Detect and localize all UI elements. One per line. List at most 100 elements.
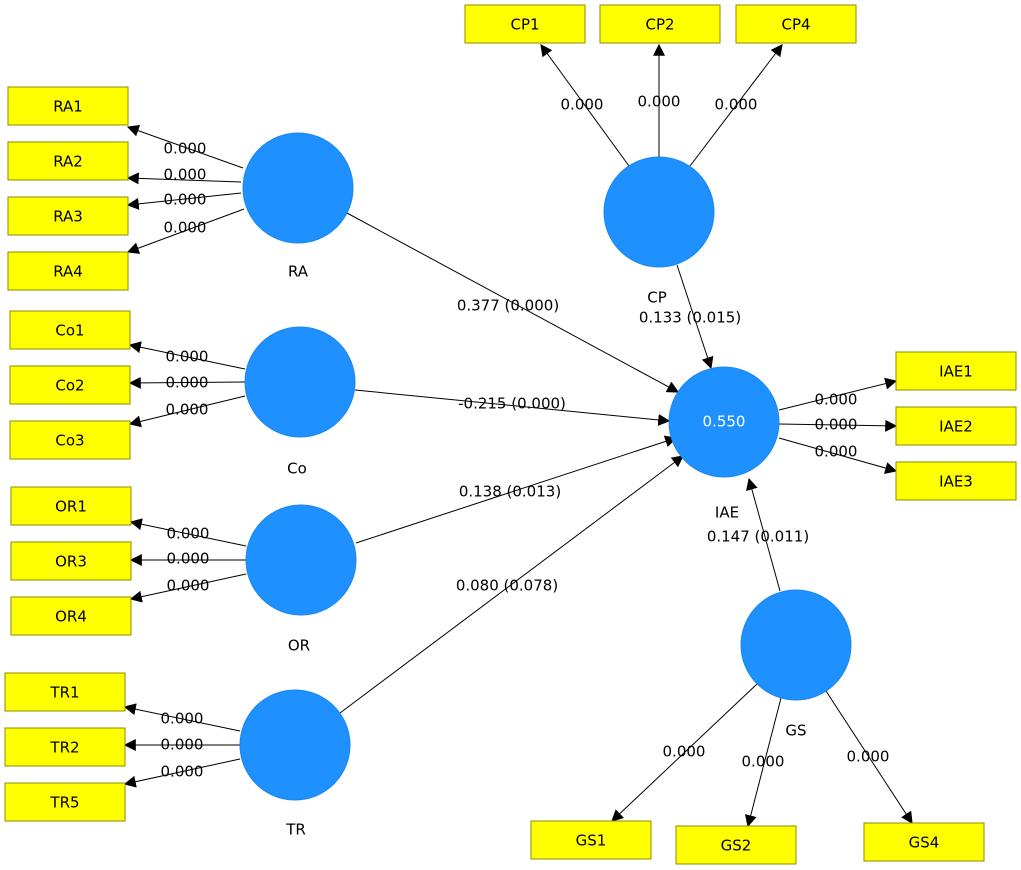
loading-value-iae2: 0.000 (815, 416, 858, 434)
loading-value-ra3: 0.000 (164, 191, 207, 209)
loading-arrow-co1 (128, 341, 246, 370)
indicator-label: Co1 (55, 322, 84, 340)
loading-value-cp1: 0.000 (561, 96, 604, 114)
indicator-iae3[interactable]: IAE3 (895, 461, 1017, 501)
loading-value-co1: 0.000 (166, 348, 209, 366)
indicator-or1[interactable]: OR1 (10, 486, 132, 526)
latent-variable-tr[interactable]: TR (239, 689, 351, 839)
indicator-ra3[interactable]: RA3 (7, 196, 129, 236)
path-arrow-tr-to-iae (339, 455, 684, 714)
latent-variable-gs[interactable]: GS (740, 589, 852, 740)
path-arrow-cp-to-iae (676, 264, 714, 370)
indicator-co3[interactable]: Co3 (9, 420, 131, 460)
loading-value-co3: 0.000 (166, 401, 209, 419)
loading-arrow-co3 (128, 395, 246, 428)
latent-circle[interactable] (245, 504, 357, 616)
latent-circle[interactable] (244, 326, 356, 438)
loading-value-ra1: 0.000 (164, 140, 207, 158)
indicator-label: RA3 (53, 208, 83, 226)
indicator-iae1[interactable]: IAE1 (895, 351, 1017, 391)
indicator-tr1[interactable]: TR1 (4, 672, 126, 712)
loading-arrow-or4 (129, 573, 247, 603)
loading-arrow-ra3 (126, 192, 242, 210)
indicator-label: RA1 (53, 98, 83, 116)
path-arrow-ra-to-iae (346, 212, 680, 393)
indicator-or3[interactable]: OR3 (10, 541, 132, 581)
indicator-ra4[interactable]: RA4 (7, 251, 129, 291)
loading-value-ra2: 0.000 (164, 166, 207, 184)
latent-variable-or[interactable]: OR (245, 504, 357, 655)
indicator-label: TR1 (49, 684, 79, 702)
loading-value-cp4: 0.000 (715, 96, 758, 114)
loading-arrow-tr5 (123, 758, 241, 788)
loading-value-tr2: 0.000 (161, 736, 204, 754)
latent-variable-ra[interactable]: RA (242, 132, 354, 281)
path-arrow-co-to-iae (354, 389, 671, 426)
loading-value-cp2: 0.000 (638, 93, 681, 111)
indicator-label: CP1 (510, 16, 539, 34)
indicator-gs2[interactable]: GS2 (675, 825, 797, 865)
indicator-ra2[interactable]: RA2 (7, 141, 129, 181)
loading-value-gs2: 0.000 (742, 753, 785, 771)
latent-variable-co[interactable]: Co (244, 326, 356, 478)
loading-arrow-co2 (128, 376, 246, 389)
loading-value-gs4: 0.000 (847, 748, 890, 766)
indicator-gs4[interactable]: GS4 (863, 822, 985, 862)
loading-value-or4: 0.000 (167, 577, 210, 595)
indicator-co1[interactable]: Co1 (9, 310, 131, 350)
loading-arrow-cp4 (689, 44, 783, 167)
indicator-label: GS4 (909, 834, 940, 852)
latent-circle[interactable] (242, 132, 354, 244)
path-coefficient-ra-to-iae: 0.377 (0.000) (457, 297, 559, 315)
loading-arrow-gs2 (744, 697, 782, 828)
loading-value-or3: 0.000 (167, 550, 210, 568)
indicator-label: CP4 (781, 16, 810, 34)
loading-value-tr1: 0.000 (161, 710, 204, 728)
loading-value-iae3: 0.000 (815, 443, 858, 461)
loading-value-co2: 0.000 (166, 374, 209, 392)
indicator-label: OR4 (55, 608, 87, 626)
latent-variable-label: RA (288, 263, 309, 281)
r-squared-value: 0.550 (703, 413, 746, 431)
indicator-label: OR3 (55, 553, 87, 571)
indicator-cp1[interactable]: CP1 (464, 4, 586, 44)
path-arrow-gs-to-iae (746, 477, 781, 592)
path-coefficient-or-to-iae: 0.138 (0.013) (459, 483, 561, 501)
latent-variable-label: OR (288, 637, 310, 655)
latent-circle[interactable] (603, 156, 715, 268)
indicator-label: TR5 (49, 794, 79, 812)
indicator-cp4[interactable]: CP4 (735, 4, 857, 44)
indicator-cp2[interactable]: CP2 (599, 4, 721, 44)
path-coefficient-gs-to-iae: 0.147 (0.011) (707, 528, 809, 546)
path-coefficient-cp-to-iae: 0.133 (0.015) (639, 309, 741, 327)
loading-arrow-cp1 (540, 44, 630, 167)
indicator-iae2[interactable]: IAE2 (895, 406, 1017, 446)
indicator-or4[interactable]: OR4 (10, 596, 132, 636)
indicator-ra1[interactable]: RA1 (7, 86, 129, 126)
latent-circle[interactable] (668, 366, 780, 478)
latent-variable-cp[interactable]: CP (603, 156, 715, 307)
path-coefficient-tr-to-iae: 0.080 (0.078) (456, 577, 558, 595)
loading-arrow-tr1 (123, 703, 241, 732)
path-coefficient-co-to-iae: -0.215 (0.000) (458, 395, 566, 413)
indicator-tr2[interactable]: TR2 (4, 727, 126, 767)
loading-arrow-ra4 (126, 208, 245, 254)
indicator-tr5[interactable]: TR5 (4, 782, 126, 822)
indicator-label: IAE3 (939, 473, 973, 491)
latent-circle[interactable] (239, 689, 351, 801)
loading-value-iae1: 0.000 (815, 391, 858, 409)
indicator-gs1[interactable]: GS1 (530, 820, 652, 860)
loading-arrow-or1 (129, 518, 247, 547)
loading-value-or1: 0.000 (167, 525, 210, 543)
loading-arrow-iae1 (778, 377, 898, 411)
indicator-co2[interactable]: Co2 (9, 365, 131, 405)
latent-variable-label: CP (647, 289, 667, 307)
loading-arrow-ra2 (126, 172, 242, 185)
indicator-label: Co3 (55, 432, 84, 450)
loading-value-gs1: 0.000 (663, 743, 706, 761)
latent-circle[interactable] (740, 589, 852, 701)
loading-arrow-ra1 (126, 124, 244, 169)
loading-arrow-iae2 (778, 419, 898, 432)
